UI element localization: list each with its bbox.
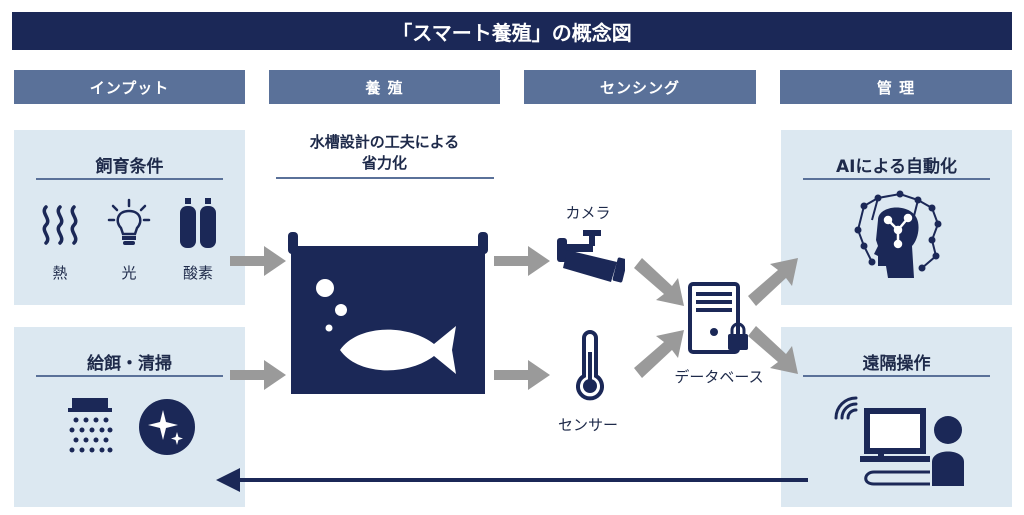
arrow-camera-to-db xyxy=(634,258,684,306)
panel-title-remote: 遠隔操作 xyxy=(862,354,931,374)
divider xyxy=(36,375,223,377)
caption-tank-design: 水槽設計の工夫による 省力化 xyxy=(269,132,500,174)
divider xyxy=(803,375,990,377)
caption-line-1: 水槽設計の工夫による xyxy=(309,133,460,151)
remote-operator-icon xyxy=(834,394,974,486)
caption-line-2: 省力化 xyxy=(361,154,407,172)
label-sensor: センサー xyxy=(557,416,618,434)
divider xyxy=(803,178,990,180)
feedback-arrow xyxy=(216,468,808,492)
arrow-db-to-remote xyxy=(748,326,798,374)
label-light: 光 xyxy=(121,264,137,282)
panel-title-ai: AIによる自動化 xyxy=(836,157,957,177)
lightbulb-icon xyxy=(107,198,151,248)
label-oxygen: 酸素 xyxy=(182,264,213,282)
arrow-feed-to-tank xyxy=(230,360,286,390)
label-database: データベース xyxy=(674,368,764,386)
arrow-heat-to-tank xyxy=(230,246,286,276)
panel-title-rearing: 飼育条件 xyxy=(95,157,164,177)
arrow-sensor-to-db xyxy=(634,330,684,378)
arrow-tank-to-camera xyxy=(494,246,550,276)
label-camera: カメラ xyxy=(565,204,611,222)
sparkle-icon xyxy=(138,398,196,456)
divider xyxy=(36,178,223,180)
panel-feeding-cleaning xyxy=(14,327,245,507)
arrow-tank-to-sensor xyxy=(494,360,550,390)
camera-icon xyxy=(553,228,625,284)
ai-head-icon xyxy=(852,190,944,282)
section-input: インプット xyxy=(14,70,245,104)
heat-icon xyxy=(38,203,84,245)
section-management: 管 理 xyxy=(780,70,1012,104)
panel-title-feeding: 給餌・清掃 xyxy=(87,354,172,374)
arrow-db-to-ai xyxy=(748,258,798,306)
fish-tank-icon xyxy=(288,232,488,394)
oxygen-tank-icon xyxy=(178,198,218,248)
thermometer-icon xyxy=(576,330,604,402)
shower-icon xyxy=(66,396,114,456)
section-sensing: センシング xyxy=(524,70,756,104)
diagram-title: 「スマート養殖」の概念図 xyxy=(12,12,1012,50)
server-lock-icon xyxy=(688,282,750,356)
divider xyxy=(276,177,494,179)
section-culture: 養 殖 xyxy=(269,70,500,104)
label-heat: 熱 xyxy=(52,264,68,282)
